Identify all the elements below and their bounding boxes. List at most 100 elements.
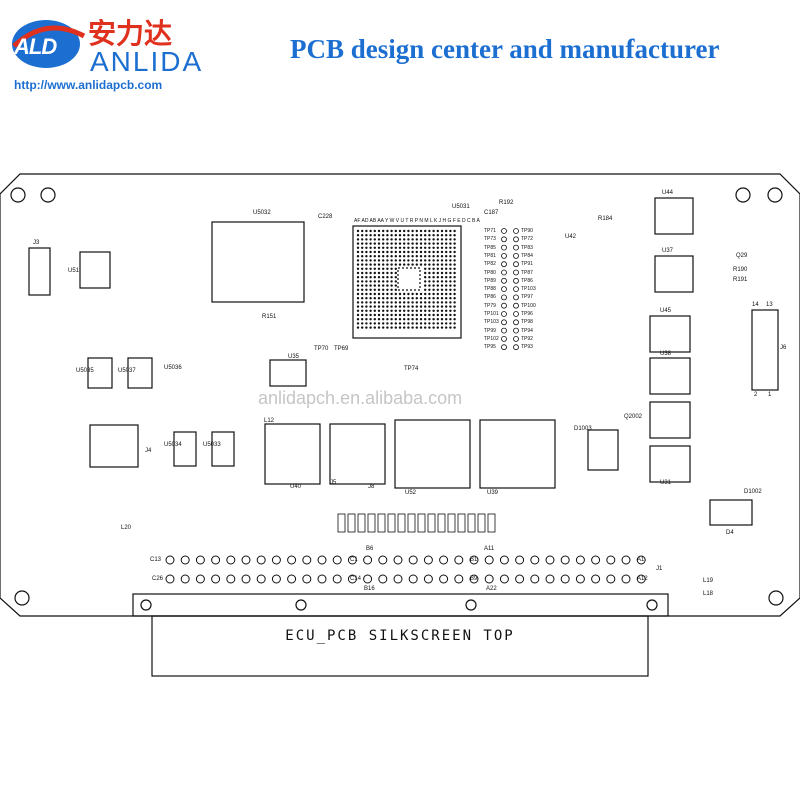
mounting-hole xyxy=(735,187,751,203)
bga-ball xyxy=(445,292,448,296)
bga-ball xyxy=(411,246,414,249)
test-point-label: TP86 xyxy=(521,277,533,284)
j1-pin xyxy=(515,574,525,584)
bga-ball xyxy=(449,301,452,304)
bga-ball xyxy=(373,309,376,312)
bga-ball xyxy=(449,280,452,283)
j1-pin xyxy=(530,555,540,565)
bga-ball xyxy=(453,292,456,296)
test-point-label: TP87 xyxy=(521,269,533,276)
j1-pin xyxy=(393,574,403,584)
bga-ball xyxy=(394,326,397,329)
j1-pin xyxy=(454,574,464,584)
bga-ball xyxy=(386,229,389,233)
test-point-label: TP81 xyxy=(484,252,496,259)
bga-ball xyxy=(403,238,406,241)
bga-ball xyxy=(440,288,444,291)
test-point-label: TP72 xyxy=(521,236,533,243)
bga-ball xyxy=(369,255,372,258)
bga-ball xyxy=(365,318,368,321)
bga-ball xyxy=(369,229,372,233)
bga-ball xyxy=(365,234,368,237)
bga-ball xyxy=(445,255,448,258)
bga-ball xyxy=(373,263,376,266)
bga-ball xyxy=(440,250,444,254)
bga-ball xyxy=(365,242,368,245)
bga-ball xyxy=(428,305,431,308)
bga-ball xyxy=(369,242,372,245)
bga-ball xyxy=(369,309,372,312)
bga-ball xyxy=(445,313,448,317)
bga-ball xyxy=(365,288,368,291)
bga-ball xyxy=(419,246,423,249)
bga-ball xyxy=(365,301,368,304)
logo-url: http://www.anlidapcb.com xyxy=(14,78,163,92)
test-point-label: TP98 xyxy=(521,319,533,326)
bga-ball xyxy=(394,288,397,291)
bga-ball xyxy=(356,301,360,304)
bga-ball xyxy=(453,271,456,275)
label-b16: B16 xyxy=(364,586,375,592)
bga-ball xyxy=(432,326,435,329)
bga-ball xyxy=(440,280,444,283)
label-u39: U39 xyxy=(487,490,499,496)
test-point xyxy=(513,286,519,293)
bga-ball xyxy=(415,255,418,258)
test-point xyxy=(501,252,507,259)
led-diode xyxy=(337,513,346,533)
label-u5036: U5036 xyxy=(164,365,182,371)
bga-ball xyxy=(386,309,389,312)
test-point xyxy=(501,344,507,351)
j1-pin xyxy=(287,555,297,565)
bga-ball xyxy=(398,259,402,262)
bga-ball xyxy=(440,305,444,308)
bga-ball xyxy=(453,263,456,266)
bga-ball xyxy=(436,322,439,325)
j1-pin xyxy=(560,555,570,565)
bga-ball xyxy=(424,280,427,283)
bga-ball xyxy=(453,288,456,291)
bga-ball xyxy=(445,238,448,241)
bga-ball xyxy=(453,238,456,241)
bga-ball xyxy=(424,322,427,325)
bga-ball xyxy=(356,246,360,249)
test-point-label: TP86 xyxy=(484,294,496,301)
test-point-label: TP80 xyxy=(484,269,496,276)
bga-ball xyxy=(369,313,372,317)
bga-ball xyxy=(369,301,372,304)
j1-pin xyxy=(408,574,418,584)
test-point xyxy=(501,261,507,268)
bga-ball xyxy=(415,259,418,262)
bga-ball xyxy=(428,255,431,258)
led-diode xyxy=(357,513,366,533)
bga-ball xyxy=(424,255,427,258)
bga-ball xyxy=(356,313,360,317)
bga-ball xyxy=(407,318,410,321)
bga-ball xyxy=(432,288,435,291)
label-r192: R192 xyxy=(499,200,514,206)
bga-ball xyxy=(449,292,452,296)
bga-ball xyxy=(369,284,372,287)
bga-ball xyxy=(373,238,376,241)
bga-ball xyxy=(377,309,381,312)
bga-ball xyxy=(411,238,414,241)
bga-ball xyxy=(449,263,452,266)
bga-ball xyxy=(369,326,372,329)
label-j6: J6 xyxy=(780,345,787,351)
bga-ball xyxy=(390,305,393,308)
test-point-label: TP100 xyxy=(521,302,536,309)
bga-ball xyxy=(415,326,418,329)
ic-u51 xyxy=(79,251,111,289)
bga-ball xyxy=(369,322,372,325)
bga-ball xyxy=(411,318,414,321)
bga-ball xyxy=(449,259,452,262)
bga-ball xyxy=(424,263,427,266)
bga-ball xyxy=(453,259,456,262)
mounting-hole xyxy=(14,590,30,606)
bga-ball xyxy=(449,297,452,300)
bga-ball xyxy=(365,263,368,266)
bga-ball xyxy=(373,284,376,287)
bga-ball xyxy=(373,229,376,233)
bga-ball xyxy=(453,318,456,321)
test-point-label: TP84 xyxy=(521,252,533,259)
